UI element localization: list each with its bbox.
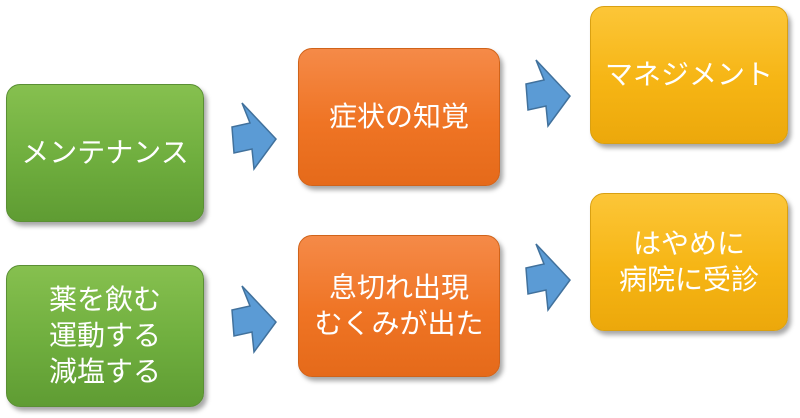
- node-symptom-appearance: 息切れ出現 むくみが出た: [298, 235, 500, 377]
- node-symptom-appearance-label: 息切れ出現 むくみが出た: [314, 271, 484, 340]
- node-hospital-visit: はやめに 病院に受診: [590, 193, 788, 331]
- node-symptom-perception: 症状の知覚: [298, 48, 500, 186]
- node-maintenance: メンテナンス: [6, 84, 204, 222]
- node-medication: 薬を飲む 運動する 減塩する: [6, 265, 204, 407]
- node-management: マネジメント: [590, 6, 788, 144]
- node-hospital-visit-label: はやめに 病院に受診: [618, 227, 759, 296]
- node-symptom-perception-label: 症状の知覚: [328, 100, 469, 134]
- arrow-perception-to-management: [525, 59, 571, 129]
- arrow-appearance-to-hospital: [525, 243, 571, 313]
- node-management-label: マネジメント: [604, 58, 773, 92]
- node-maintenance-label: メンテナンス: [21, 136, 189, 170]
- arrow-medication-to-appearance: [231, 285, 277, 355]
- arrow-maintenance-to-perception: [231, 102, 277, 172]
- node-medication-label: 薬を飲む 運動する 減塩する: [48, 283, 161, 388]
